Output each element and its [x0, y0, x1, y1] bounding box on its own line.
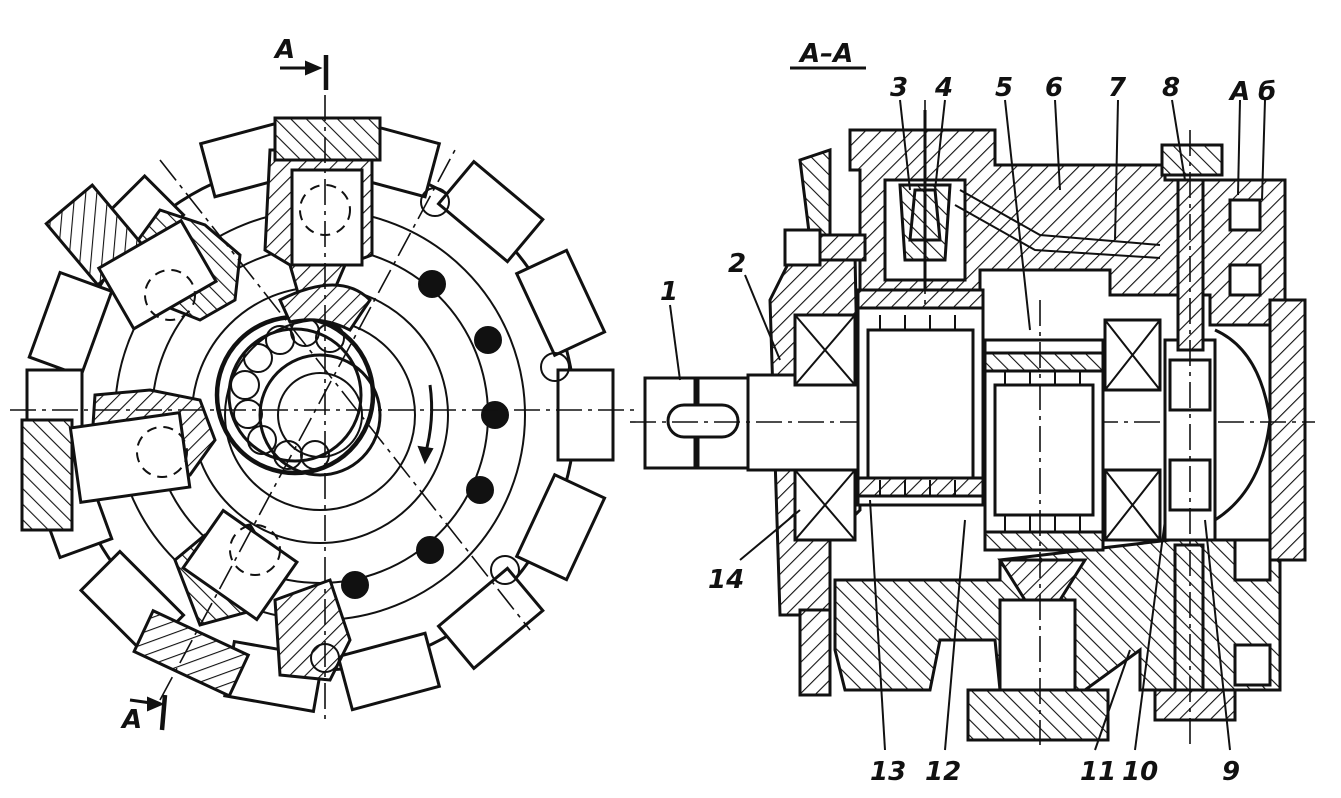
callout-8: 8: [1162, 73, 1180, 103]
callout-3: 3: [890, 73, 908, 103]
callout-5: 5: [995, 73, 1013, 103]
pistons: [68, 168, 364, 622]
distributor-ports: [341, 270, 509, 599]
callout-4: 4: [934, 73, 953, 103]
callout-b: б: [1258, 77, 1276, 107]
callout-7: 7: [1108, 73, 1127, 103]
callout-1: 1: [660, 277, 678, 307]
callout-9: 9: [1222, 757, 1240, 787]
cut-mark-bottom: А: [120, 694, 168, 735]
outer-teeth: [25, 118, 615, 714]
callout-12: 12: [925, 757, 961, 787]
callout-13: 13: [870, 757, 906, 787]
cut-mark-top: А: [273, 35, 329, 90]
callout-A: А: [1228, 77, 1250, 107]
cut-mark-bottom-label: А: [120, 705, 142, 735]
section-center-lines: [924, 100, 1191, 745]
leader-lines: [669, 99, 1266, 751]
oil-channel: [954, 189, 1161, 259]
end-view: А А: [10, 35, 640, 735]
section-view: А–А: [630, 39, 1315, 787]
eccentric-drums: [856, 288, 1105, 692]
callout-labels: 1 2 3 4 5 6 7 8 А б 9 10 11 12 13 14: [660, 73, 1276, 787]
output-shaft: [630, 373, 1315, 472]
main-bearings: [793, 313, 1162, 542]
callout-14: 14: [708, 565, 744, 595]
callout-10: 10: [1122, 757, 1158, 787]
center-lines: [10, 95, 640, 720]
flange-bolt: [783, 228, 867, 267]
rotation-arrow: [417, 384, 434, 465]
callout-11: 11: [1080, 757, 1116, 787]
cut-mark-top-label: А: [273, 35, 295, 65]
callout-6: 6: [1045, 73, 1063, 103]
callout-2: 2: [728, 249, 746, 279]
section-label: А–А: [798, 39, 853, 69]
